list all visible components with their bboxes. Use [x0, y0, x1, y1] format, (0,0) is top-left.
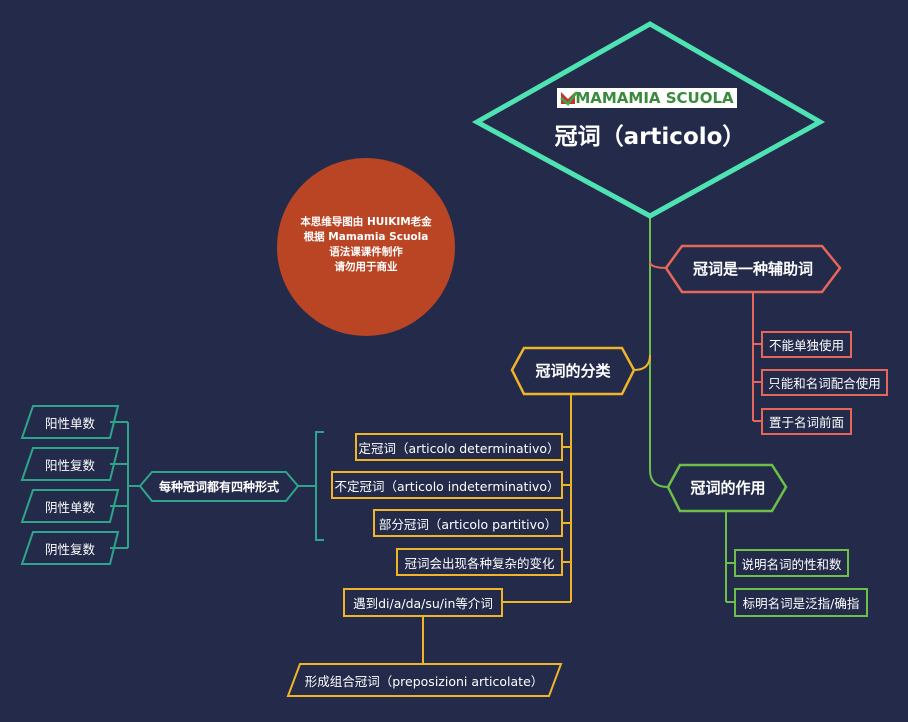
forms-label: 每种冠词都有四种形式: [158, 480, 279, 494]
note-line: 本思维导图由 HUIKIM老金: [300, 216, 432, 228]
form-item: 阳性单数: [44, 415, 95, 431]
types-item: 不定冠词（articolo indeterminativo）: [331, 471, 563, 499]
note-line: 请勿用于商业: [334, 261, 398, 273]
note-line: 语法课课件制作: [329, 246, 403, 258]
form-shape-2: [20, 447, 120, 481]
forms-children-connector: [110, 421, 140, 549]
types-item: 部分冠词（articolo partitivo）: [373, 509, 563, 537]
aux-item: 不能单独使用: [761, 331, 852, 358]
form-item: 阳性复数: [44, 457, 95, 473]
form-item: 阴性单数: [44, 499, 95, 515]
form-shape-3: [20, 489, 120, 523]
form-shape-4: [20, 531, 120, 565]
root-diamond: [471, 21, 826, 219]
form-item: 阴性复数: [44, 541, 95, 557]
types-hexagon: [510, 346, 636, 396]
note-circle: [277, 158, 455, 336]
role-item: 标明名词是泛指/确指: [734, 588, 868, 617]
aux-children-connector: [752, 292, 761, 422]
note-text: 本思维导图由 HUIKIM老金 根据 Mamamia Scuola 语法课课件制…: [286, 215, 446, 275]
role-item: 说明名词的性和数: [734, 549, 849, 577]
note-line: 根据 Mamamia Scuola: [303, 231, 429, 243]
logo-text: MAMAMIA SCUOLA: [575, 89, 734, 107]
types-item: 定冠词（articolo determinativo）: [355, 433, 563, 461]
types-result: 形成组合冠词（preposizioni articolate）: [304, 673, 544, 689]
role-hexagon: [666, 463, 788, 513]
trunk-connector: [649, 215, 669, 488]
aux-item: 只能和名词配合使用: [761, 369, 888, 396]
aux-label: 冠词是一种辅助词: [692, 259, 813, 278]
form-shape-1: [20, 405, 120, 439]
types-children-connector: [503, 395, 572, 603]
types-item: 遇到di/a/da/su/in等介词: [343, 588, 503, 617]
logo-background: [557, 88, 737, 108]
forms-node-shape: [138, 471, 300, 502]
role-children-connector: [725, 512, 734, 603]
logo-check-icon: [560, 91, 578, 106]
types-item: 冠词会出现各种复杂的变化: [396, 548, 563, 576]
role-label: 冠词的作用: [690, 478, 766, 497]
forms-bracket: [298, 431, 324, 541]
types-label: 冠词的分类: [535, 361, 611, 380]
aux-hexagon: [664, 244, 842, 294]
types-connector: [633, 354, 651, 371]
result-shape: [286, 663, 563, 697]
aux-item: 置于名词前面: [761, 408, 852, 435]
page-title: 冠词（articolo）: [554, 124, 746, 150]
